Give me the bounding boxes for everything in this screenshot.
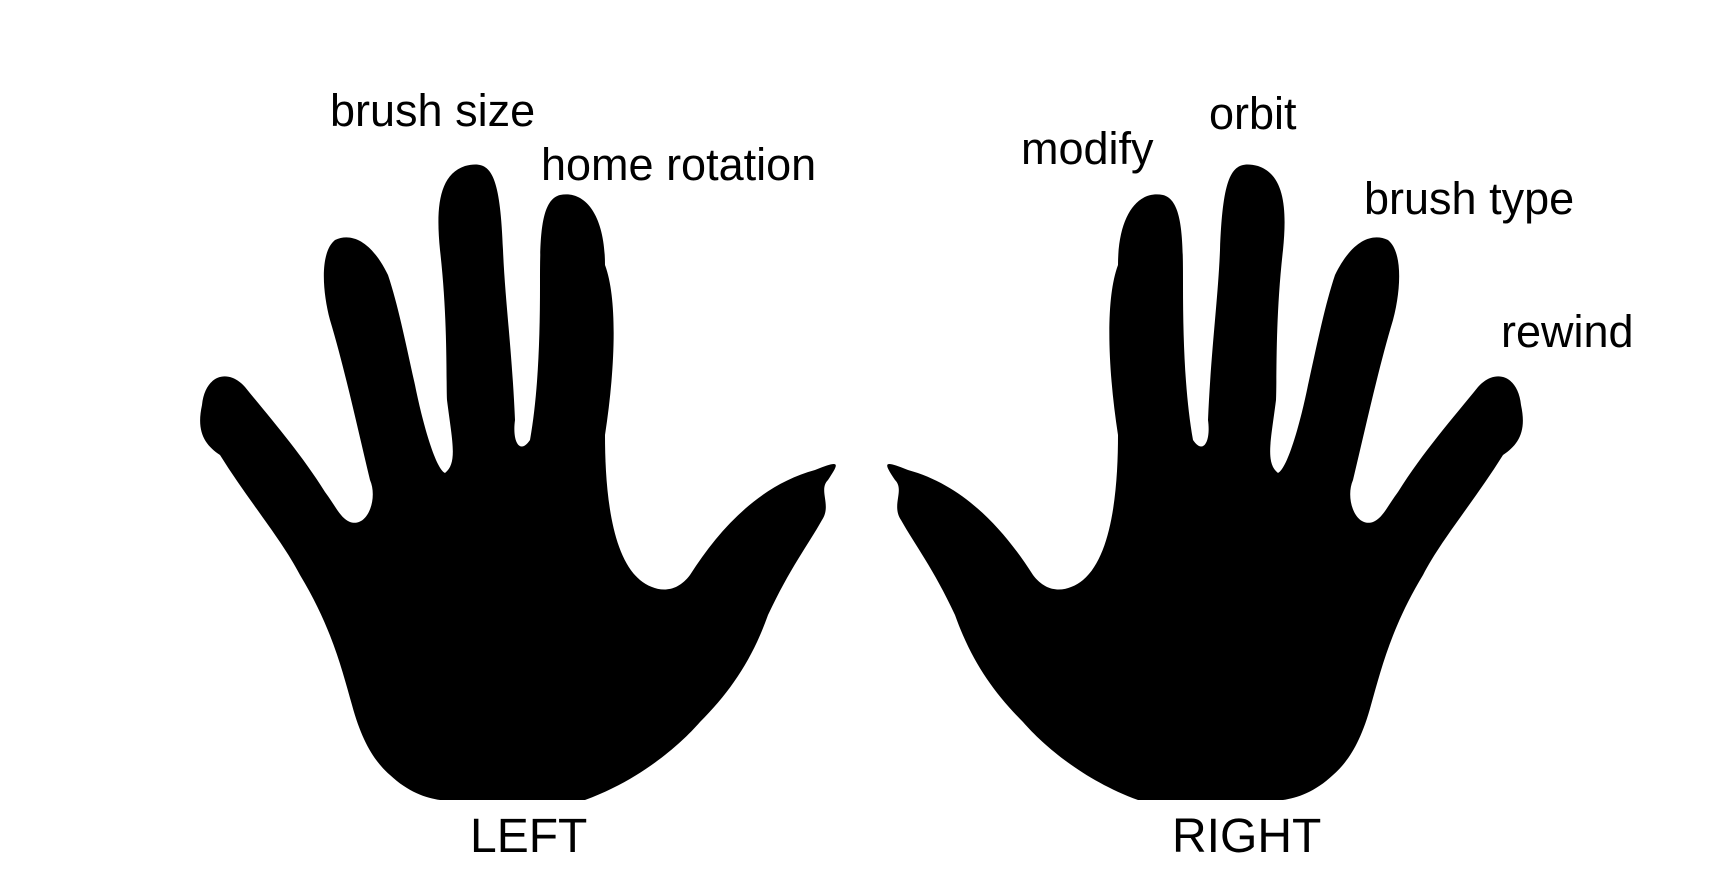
- left-hand-silhouette: [200, 164, 836, 800]
- left-ring-finger-label: brush size: [330, 85, 536, 136]
- right-pinky-finger-label: rewind: [1501, 306, 1634, 357]
- left-hand: [200, 164, 836, 800]
- right-hand: [887, 164, 1523, 800]
- right-hand-label: RIGHT: [1172, 810, 1322, 863]
- right-hand-silhouette: [887, 164, 1523, 800]
- right-middle-finger-label: orbit: [1209, 88, 1297, 139]
- left-hand-label: LEFT: [470, 810, 588, 863]
- right-ring-finger-label: brush type: [1364, 173, 1575, 224]
- right-index-finger-label: modify: [1021, 123, 1154, 174]
- left-middle-finger-label: home rotation: [541, 139, 817, 190]
